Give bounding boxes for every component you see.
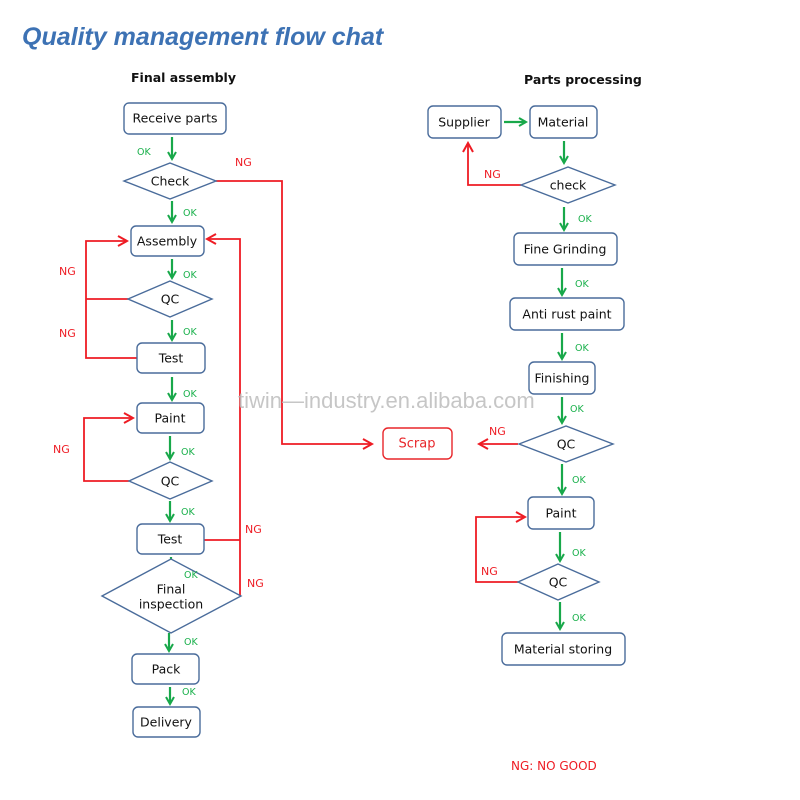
node-pack — [131, 653, 200, 685]
ok-label: OK — [575, 343, 589, 354]
parts-processing-heading: Parts processing — [524, 72, 642, 87]
ok-label: OK — [183, 270, 197, 281]
check-to-supplier-line — [468, 143, 521, 186]
node-pack-label: Pack — [152, 662, 182, 677]
node-anti-rust-paint — [509, 297, 625, 331]
node-delivery-label: Delivery — [140, 715, 192, 730]
node-fine-grinding — [513, 232, 618, 266]
ok-label: OK — [183, 389, 197, 400]
parts-processing-column: Supplier Material check Fine Grinding An… — [427, 105, 626, 666]
ng-label: NG — [489, 425, 506, 438]
node-qc-parts-2 — [516, 563, 601, 601]
node-test-1-label: Test — [158, 351, 184, 366]
ok-label: OK — [183, 327, 197, 338]
node-material-storing-label: Material storing — [514, 642, 612, 657]
node-test-2 — [136, 523, 205, 555]
node-receive-parts — [123, 102, 227, 135]
ok-label: OK — [572, 613, 586, 624]
final-assembly-heading: Final assembly — [131, 70, 236, 85]
node-paint-parts-label: Paint — [546, 506, 577, 521]
node-finishing — [528, 361, 596, 395]
node-paint-parts — [527, 496, 595, 530]
ok-label: OK — [137, 147, 151, 158]
ok-labels: OK OK OK OK OK OK OK OK OK OK OK OK OK O… — [137, 147, 592, 698]
node-scrap-label: Scrap — [399, 437, 436, 452]
node-check-parts — [519, 166, 617, 204]
node-anti-rust-paint-label: Anti rust paint — [522, 307, 611, 322]
node-final-inspection-label-2: inspection — [139, 597, 203, 612]
ok-label: OK — [183, 208, 197, 219]
node-assembly — [130, 225, 205, 257]
ng-label: NG — [59, 327, 76, 340]
check-to-scrap-line — [216, 180, 372, 444]
ng-label: NG — [59, 265, 76, 278]
node-supplier — [427, 105, 502, 139]
watermark: tiwin—industry.en.alibaba.com — [238, 388, 535, 413]
node-paint-label: Paint — [155, 411, 186, 426]
node-final-inspection — [100, 558, 243, 634]
qc2-to-paint-line — [83, 418, 133, 482]
node-material-storing — [501, 632, 626, 666]
ng-labels: NG NG NG NG NG NG NG NG NG — [53, 156, 506, 590]
ok-label: OK — [182, 687, 196, 698]
node-qc-parts-2-label: QC — [549, 575, 568, 590]
ok-label: OK — [181, 447, 195, 458]
node-qc-2 — [127, 461, 214, 500]
node-fine-grinding-label: Fine Grinding — [524, 242, 607, 257]
ng-label: NG — [235, 156, 252, 169]
ok-label: OK — [184, 570, 198, 581]
node-qc-parts-1 — [517, 425, 615, 463]
node-qc-2-label: QC — [161, 474, 180, 489]
ok-label: OK — [184, 637, 198, 648]
ok-label: OK — [572, 548, 586, 559]
node-test-1 — [136, 342, 206, 374]
node-assembly-label: Assembly — [137, 234, 198, 249]
node-final-inspection-label-1: Final — [157, 582, 186, 597]
ng-label: NG — [53, 443, 70, 456]
node-receive-parts-label: Receive parts — [132, 111, 217, 126]
node-scrap — [382, 427, 453, 460]
ok-connectors — [169, 122, 564, 704]
page-title: Quality management flow chat — [22, 23, 385, 51]
legend-ng-no-good: NG: NO GOOD — [511, 759, 597, 773]
ng-label: NG — [484, 168, 501, 181]
node-delivery — [132, 706, 201, 738]
final-assembly-column: Receive parts Check Assembly QC Test Pai… — [100, 102, 243, 738]
node-qc-1-label: QC — [161, 292, 180, 307]
ok-label: OK — [572, 475, 586, 486]
node-paint — [136, 402, 205, 434]
ok-label: OK — [575, 279, 589, 290]
node-qc-1 — [126, 280, 214, 318]
final-to-assembly-line — [207, 239, 241, 597]
ng-label: NG — [247, 577, 264, 590]
node-check — [122, 162, 218, 200]
node-material — [529, 105, 598, 139]
ok-label: OK — [578, 214, 592, 225]
ok-label: OK — [570, 404, 584, 415]
node-supplier-label: Supplier — [438, 115, 490, 130]
ng-label: NG — [481, 565, 498, 578]
node-check-parts-label: check — [550, 178, 587, 193]
node-material-label: Material — [538, 115, 589, 130]
node-test-2-label: Test — [157, 532, 183, 547]
qc3-to-paint-line — [475, 517, 525, 583]
node-qc-parts-1-label: QC — [557, 437, 576, 452]
ng-label: NG — [245, 523, 262, 536]
node-finishing-label: Finishing — [535, 371, 590, 386]
node-check-label: Check — [151, 174, 190, 189]
ok-label: OK — [181, 507, 195, 518]
